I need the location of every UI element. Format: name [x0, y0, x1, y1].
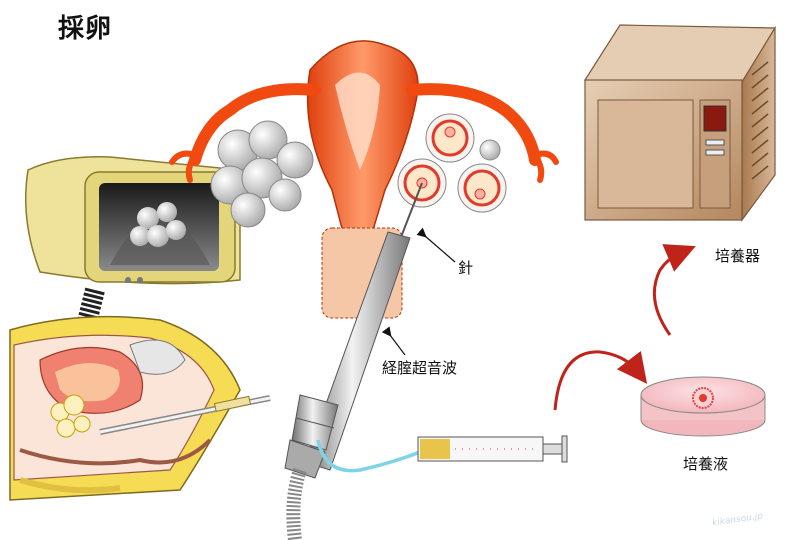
syringe: [418, 436, 567, 462]
syringe-fill: [420, 439, 450, 459]
monitor-knob: [125, 277, 131, 283]
probe-cable: [293, 470, 300, 540]
pelvic-cross-section: [10, 317, 270, 500]
incubator-door: [598, 100, 693, 208]
arrow-to-dish: [555, 352, 638, 410]
arrow-to-incubator: [654, 252, 682, 335]
incubator: [585, 25, 775, 220]
probe-pointer: [390, 335, 405, 355]
needle-pointer: [425, 236, 455, 262]
needle-label: 針: [458, 257, 473, 278]
culture-medium-label: 培養液: [683, 453, 728, 474]
right-ovary: [398, 114, 506, 212]
page-title: 採卵: [58, 8, 112, 45]
follicle: [458, 164, 506, 212]
probe-label: 経腟超音波: [382, 357, 457, 378]
incubator-label: 培養器: [715, 245, 760, 266]
monitor-knob: [137, 277, 143, 283]
culture-dish: [641, 377, 765, 436]
ultrasound-monitor: [26, 157, 240, 330]
follicle: [426, 114, 474, 162]
